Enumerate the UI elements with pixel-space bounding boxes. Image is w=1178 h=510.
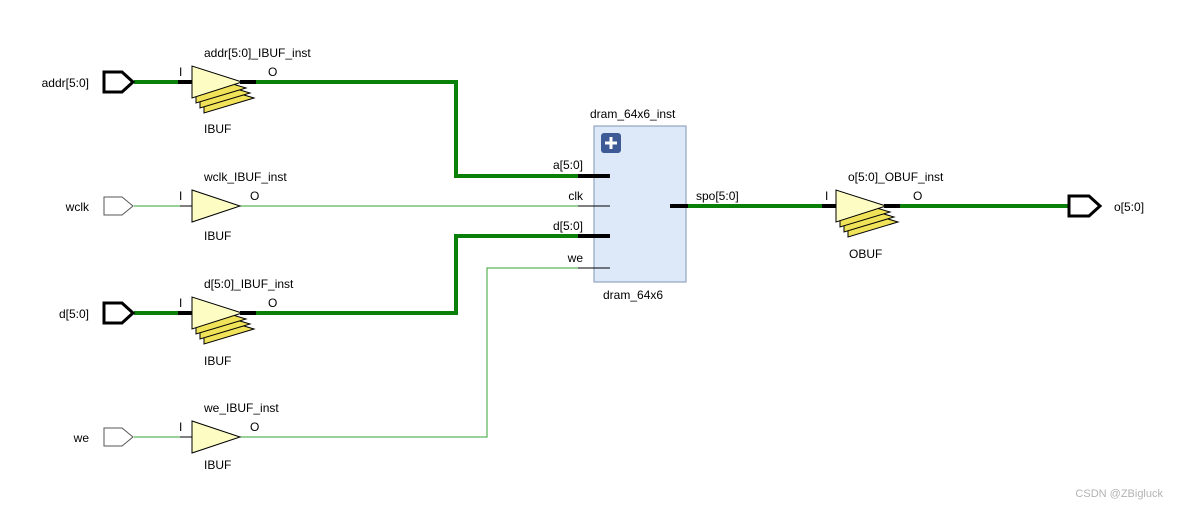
buffer-triangle-icon <box>191 189 242 223</box>
ram-pin-d-label: d[5:0] <box>553 219 583 233</box>
buffer-pin-in: I <box>179 420 182 434</box>
port-arrow-icon <box>103 427 134 447</box>
buffer-addr-ibuf[interactable]: addr[5:0]_IBUF_inst I O IBUF <box>178 46 311 136</box>
buffer-type: IBUF <box>204 122 231 136</box>
ram-pin-we-label: we <box>567 251 584 265</box>
port-label-o: o[5:0] <box>1114 200 1144 214</box>
wire-d-ibuf-to-ram[interactable] <box>256 234 580 315</box>
output-port-o[interactable]: o[5:0] <box>1067 194 1144 218</box>
buffer-instance-name: d[5:0]_IBUF_inst <box>204 277 294 291</box>
buffer-pin-out: O <box>268 65 277 79</box>
buffer-instance-name: we_IBUF_inst <box>203 401 279 415</box>
buffer-wclk-ibuf[interactable]: wclk_IBUF_inst I O IBUF <box>179 170 287 243</box>
buffer-pin-in: I <box>825 189 828 203</box>
port-label-addr: addr[5:0] <box>42 76 89 90</box>
input-port-wclk[interactable]: wclk <box>65 196 134 216</box>
buffer-d-ibuf[interactable]: d[5:0]_IBUF_inst I O IBUF <box>178 277 294 368</box>
wires <box>134 80 1068 438</box>
buffer-type: OBUF <box>849 247 882 261</box>
port-arrow-icon <box>102 301 136 325</box>
expand-button[interactable] <box>601 133 621 153</box>
buffer-instance-name: addr[5:0]_IBUF_inst <box>204 46 311 60</box>
buffer-triangle-icon <box>191 296 244 330</box>
input-port-d[interactable]: d[5:0] <box>59 301 136 325</box>
buffer-type: IBUF <box>204 354 231 368</box>
buffer-type: IBUF <box>204 458 231 472</box>
plus-icon <box>605 137 617 149</box>
buffer-pin-out: O <box>268 296 277 310</box>
buffer-pin-in: I <box>179 296 182 310</box>
buffer-pin-out: O <box>250 420 259 434</box>
ram-pin-clk-label: clk <box>568 189 584 203</box>
port-arrow-icon <box>103 196 134 216</box>
wire-we-ibuf-to-ram[interactable] <box>240 267 580 438</box>
input-port-we[interactable]: we <box>73 427 134 447</box>
ram-pin-spo-label: spo[5:0] <box>696 189 739 203</box>
buffer-triangle-icon <box>835 189 888 223</box>
ram-type: dram_64x6 <box>603 288 663 302</box>
buffer-pin-out: O <box>250 189 259 203</box>
port-arrow-icon <box>102 70 136 94</box>
ram-pin-a-label: a[5:0] <box>553 158 583 172</box>
wire-addr-ibuf-to-ram[interactable] <box>256 80 580 178</box>
buffer-pin-out: O <box>913 189 922 203</box>
port-arrow-icon <box>1067 194 1103 218</box>
port-label-wclk: wclk <box>65 200 90 214</box>
input-port-addr[interactable]: addr[5:0] <box>42 70 136 94</box>
watermark: CSDN @ZBigluck <box>1075 488 1163 500</box>
buffer-triangle-icon <box>191 420 242 454</box>
port-label-d: d[5:0] <box>59 307 89 321</box>
buffer-instance-name: o[5:0]_OBUF_inst <box>848 170 944 184</box>
port-label-we: we <box>73 431 90 445</box>
buffer-pin-in: I <box>179 189 182 203</box>
buffer-type: IBUF <box>204 229 231 243</box>
buffer-we-ibuf[interactable]: we_IBUF_inst I O IBUF <box>179 401 279 472</box>
buffer-pin-in: I <box>179 65 182 79</box>
buffer-o-obuf[interactable]: o[5:0]_OBUF_inst I O OBUF <box>822 170 944 261</box>
ram-block-dram-64x6[interactable]: dram_64x6_inst a[5:0] clk d[5:0] we spo[… <box>553 107 739 302</box>
ram-instance-name: dram_64x6_inst <box>590 107 676 121</box>
buffer-instance-name: wclk_IBUF_inst <box>203 170 287 184</box>
buffer-triangle-icon <box>191 65 244 99</box>
